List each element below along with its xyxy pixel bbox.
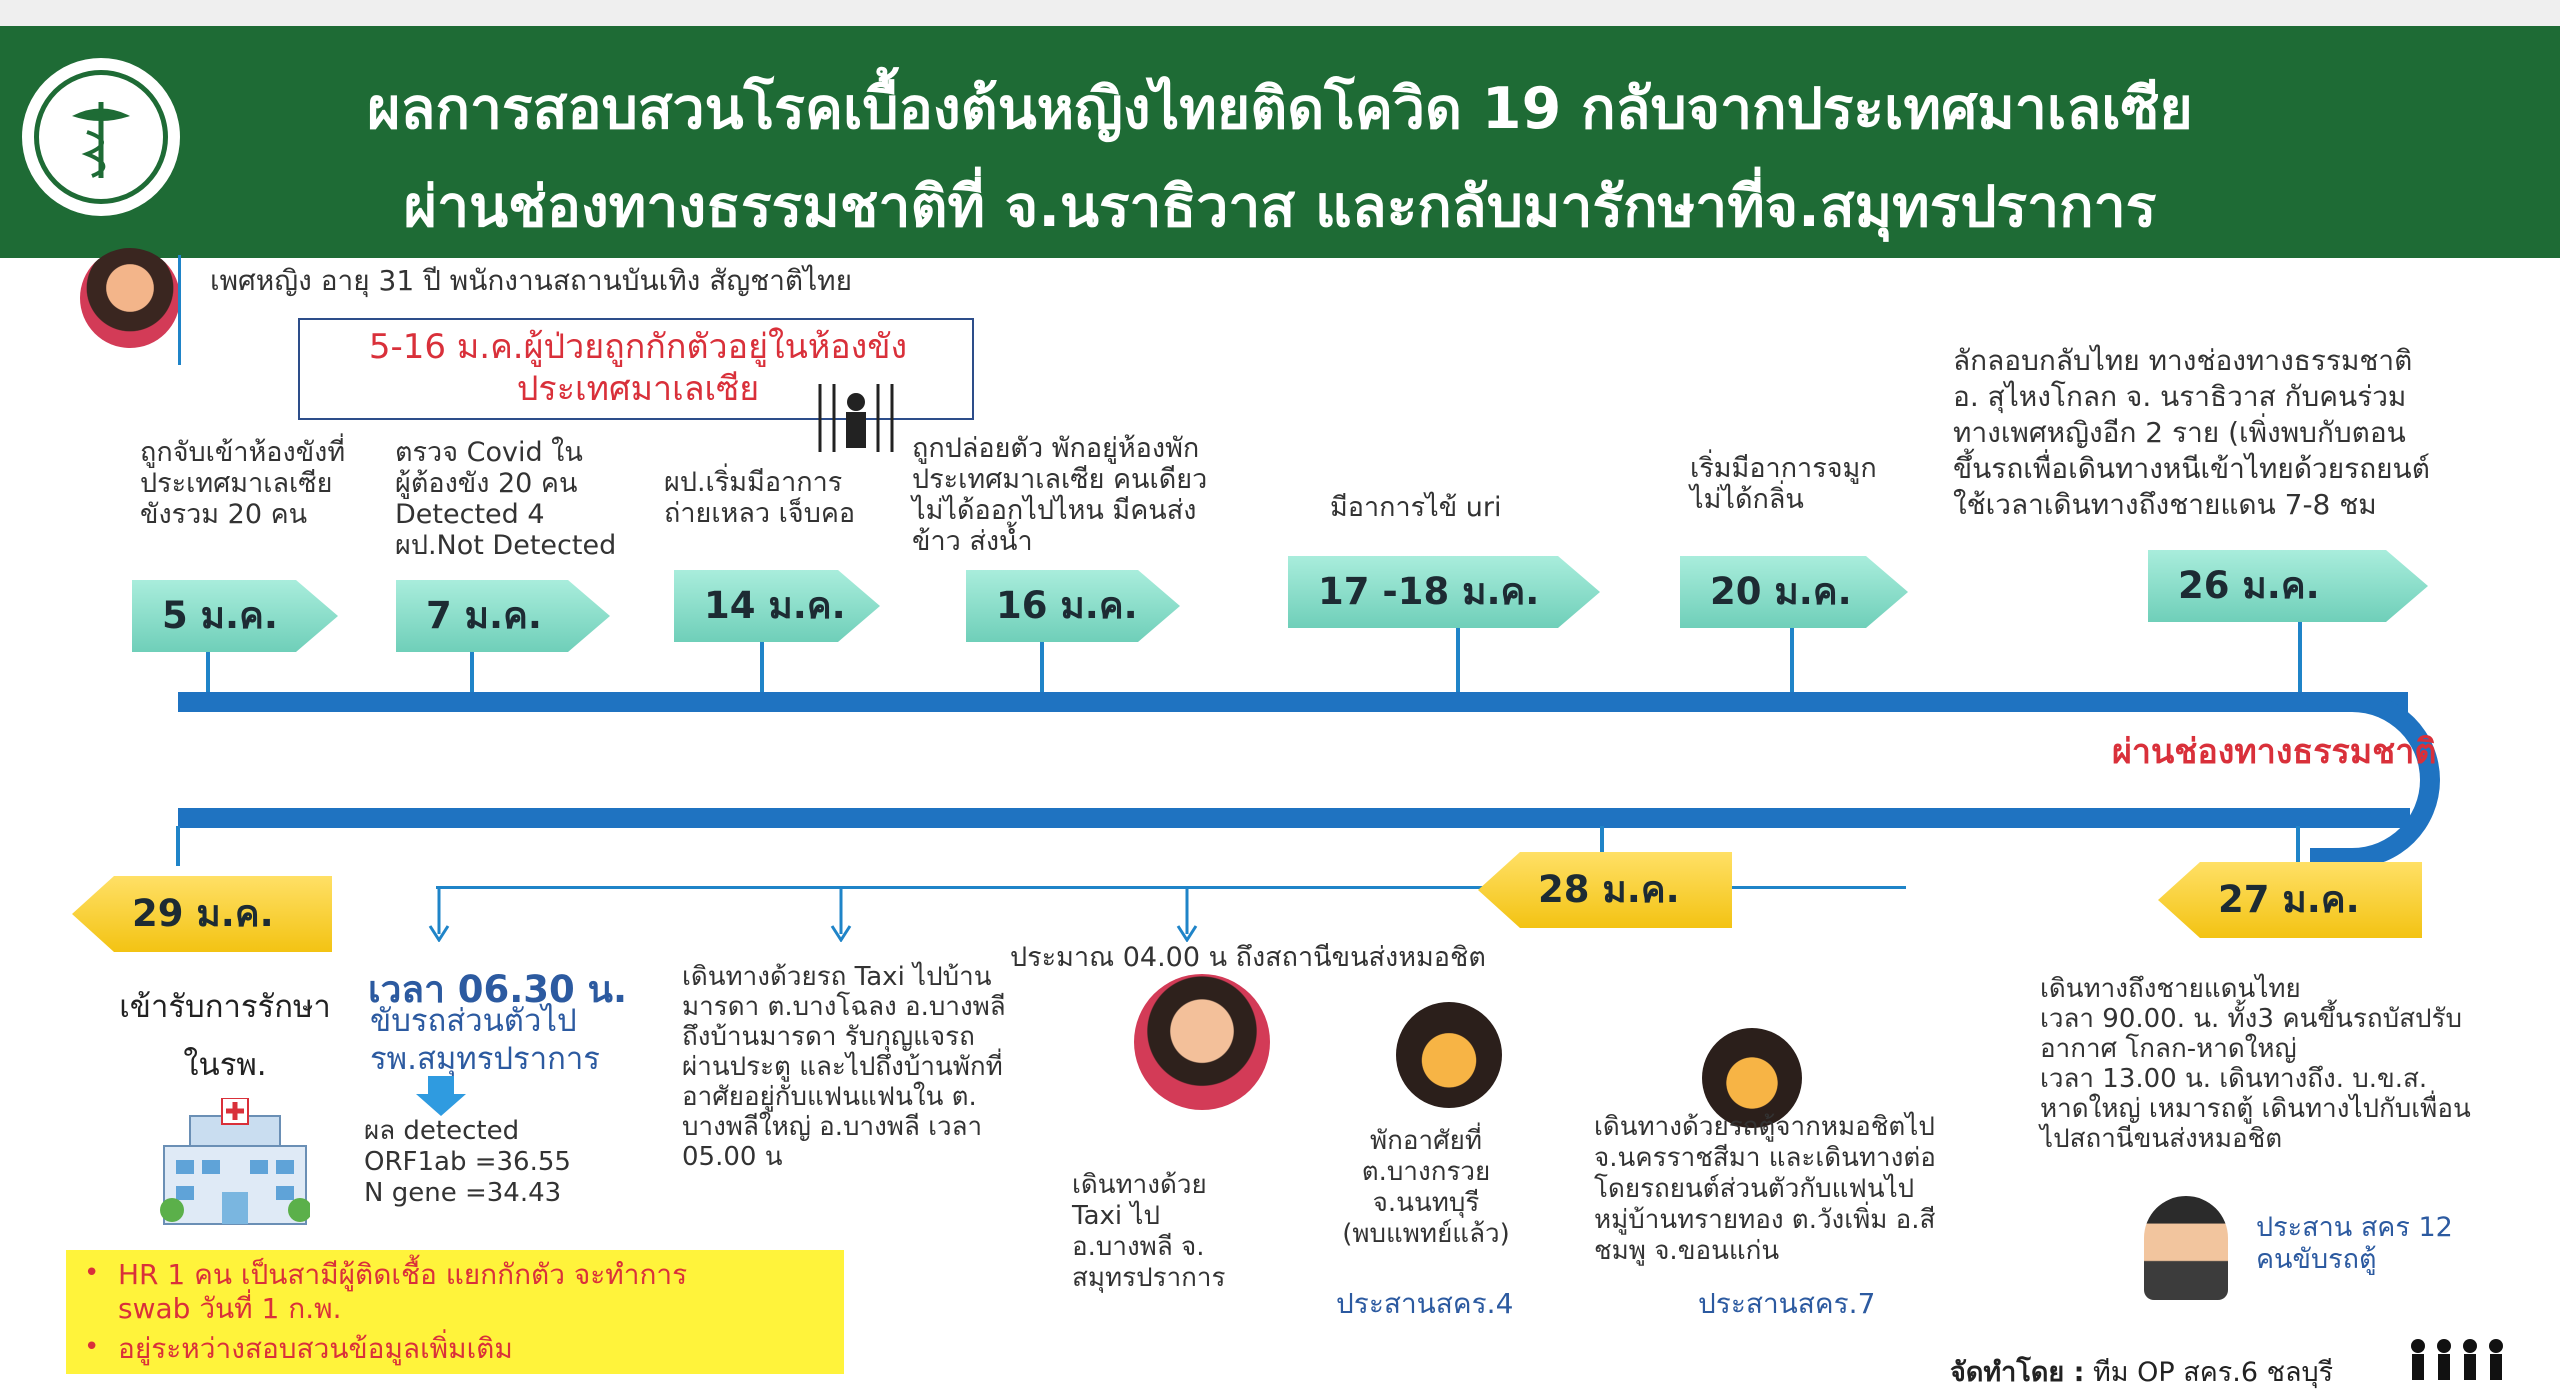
date-14-jan: 14 ม.ค.	[674, 570, 880, 642]
date-17-18-jan: 17 -18 ม.ค.	[1288, 556, 1600, 628]
patient-figure	[1134, 974, 1270, 1110]
date-20-jan: 20 ม.ค.	[1680, 556, 1908, 628]
caduceus-icon	[72, 102, 130, 178]
van-driver-avatar	[2144, 1196, 2228, 1300]
hospital-admission-text: เข้ารับการรักษา ในรพ.	[119, 989, 331, 1083]
header-banner	[0, 26, 2560, 258]
date-7-jan: 7 ม.ค.	[396, 580, 610, 652]
date-26-jan: 26 ม.ค.	[2148, 550, 2428, 622]
title-line-1: ผลการสอบสวนโรคเบื้องต้นหญิงไทยติดโควิด 1…	[367, 76, 2193, 142]
note-hr: HR 1 คน เป็นสามีผู้ติดเชื้อ แยกกักตัว จะ…	[118, 1258, 688, 1325]
team-icon	[2411, 1339, 2503, 1380]
event-text-20: เริ่มมีอาการจมูก ไม่ได้กลิ่น	[1690, 453, 1877, 515]
top-strip	[0, 0, 2560, 26]
event-text-17: มีอาการไข้ uri	[1330, 492, 1502, 523]
down-arrow-icon	[428, 886, 450, 942]
branch-line	[436, 886, 1906, 889]
down-arrow-icon	[1176, 886, 1198, 942]
contact-b-coordination: ประสานสคร.7	[1698, 1287, 1876, 1320]
contact-a-coordination: ประสานสคร.4	[1336, 1287, 1514, 1320]
border-arrival-text: เดินทางถึงชายแดนไทย เวลา 90.00. น. ทั้ง3…	[2040, 974, 2471, 1154]
timeline-curve	[2310, 692, 2440, 868]
taxi-route-text-2: เดินทางด้วย Taxi ไป อ.บางพลี จ. สมุทรปรา…	[1072, 1170, 1226, 1293]
connector	[1790, 628, 1794, 698]
down-block-arrow-icon	[416, 1076, 466, 1116]
connector	[2298, 622, 2302, 698]
connector	[176, 826, 180, 866]
detention-box	[298, 318, 974, 420]
detention-text: 5-16 ม.ค.ผู้ป่วยถูกกักตัวอยู่ในห้องขัง ป…	[368, 327, 908, 409]
hospital-icon	[160, 1098, 310, 1225]
arrival-time: เวลา 06.30 น.	[368, 968, 628, 1011]
connector	[470, 652, 474, 698]
timeline-top-bar	[178, 692, 2408, 712]
connector	[760, 642, 764, 698]
ministry-seal-icon	[34, 70, 168, 204]
bullet: •	[84, 1332, 100, 1362]
contact-a-avatar	[1396, 1002, 1502, 1108]
timeline-bottom-bar	[178, 808, 2410, 828]
patient-line	[178, 255, 181, 365]
connector	[206, 652, 210, 698]
mochit-arrival-text: ประมาณ 04.00 น ถึงสถานีขนส่งหมอชิต	[1010, 942, 1486, 973]
title-line-2: ผ่านช่องทางธรรมชาติที่ จ.นราธิวาส และกลั…	[403, 174, 2157, 240]
date-5-jan: 5 ม.ค.	[132, 580, 338, 652]
connector	[1040, 642, 1044, 698]
event-text-26: ลักลอบกลับไทย ทางช่องทางธรรมชาติ อ. สุไห…	[1953, 344, 2430, 521]
event-text-16: ถูกปล่อยตัว พักอยู่ห้องพัก ประเทศมาเลเซี…	[912, 433, 1208, 557]
event-text-7: ตรวจ Covid ใน ผู้ต้องขัง 20 คน Detected …	[395, 437, 617, 561]
bullet: •	[84, 1258, 100, 1288]
date-28-jan: 28 ม.ค.	[1478, 852, 1732, 928]
footer-label: จัดทำโดย :	[1950, 1357, 2085, 1388]
drive-text: ขับรถส่วนตัวไป รพ.สมุทรปราการ	[370, 1003, 600, 1077]
contact-b-avatar	[1702, 1028, 1802, 1128]
footer-credit: จัดทำโดย : ทีม OP สคร.6 ชลบุรี	[1950, 1350, 2333, 1393]
jail-icon	[818, 384, 894, 452]
date-27-jan: 27 ม.ค.	[2158, 862, 2422, 938]
contact-a-text: พักอาศัยที่ ต.บางกรวย จ.นนทบุรี (พบแพทย์…	[1342, 1126, 1510, 1249]
patient-avatar	[80, 248, 180, 348]
date-29-jan: 29 ม.ค.	[72, 876, 332, 952]
event-text-14: ผป.เริ่มมีอาการ ถ่ายเหลว เจ็บคอ	[664, 467, 856, 529]
border-crossing-label: ผ่านช่องทางธรรมชาติ	[2112, 732, 2437, 772]
note-investigation: อยู่ระหว่างสอบสวนข้อมูลเพิ่มเติม	[118, 1332, 513, 1365]
contact-b-text: เดินทางด้วยรถตู้จากหมอชิตไป จ.นครราชสีมา…	[1594, 1112, 1936, 1266]
connector	[1600, 826, 1604, 864]
date-16-jan: 16 ม.ค.	[966, 570, 1180, 642]
connector	[2296, 826, 2300, 870]
footer-team: ทีม OP สคร.6 ชลบุรี	[2084, 1357, 2334, 1388]
patient-info: เพศหญิง อายุ 31 ปี พนักงานสถานบันเทิง สั…	[210, 264, 853, 297]
taxi-route-text: เดินทางด้วยรถ Taxi ไปบ้าน มารดา ต.บางโฉล…	[682, 962, 1006, 1172]
connector	[1456, 628, 1460, 698]
down-arrow-icon	[830, 886, 852, 942]
lab-result: ผล detected ORF1ab =36.55 N gene =34.43	[364, 1116, 571, 1208]
event-text-5: ถูกจับเข้าห้องขังที่ ประเทศมาเลเซีย ขังร…	[140, 437, 346, 530]
contact-c-coordination: ประสาน สคร 12 คนขับรถตู้	[2256, 1212, 2453, 1275]
notes-box	[66, 1250, 844, 1374]
